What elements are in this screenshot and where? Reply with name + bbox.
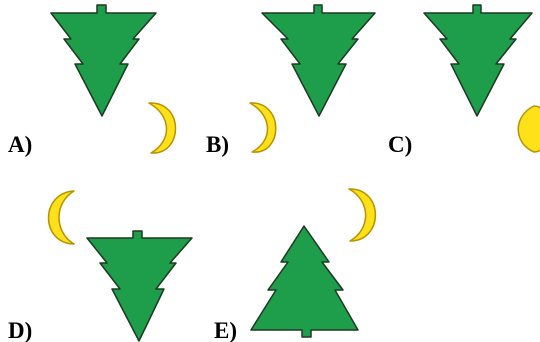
crescent-moon-icon — [148, 102, 177, 154]
option-a[interactable]: A) — [8, 4, 177, 157]
tree-icon — [86, 230, 193, 342]
tree-icon — [423, 4, 533, 117]
crescent-moon-icon — [517, 105, 540, 153]
option-label-a: A) — [8, 132, 32, 157]
tree-icon — [261, 4, 376, 117]
option-label-c: C) — [388, 132, 412, 157]
tree-icon — [50, 4, 157, 117]
option-e[interactable]: E) — [214, 188, 377, 342]
option-label-b: B) — [206, 132, 229, 157]
option-d[interactable]: D) — [8, 190, 193, 342]
option-label-e: E) — [214, 318, 237, 342]
crescent-moon-icon — [47, 190, 75, 245]
crescent-moon-icon — [249, 102, 277, 153]
crescent-moon-icon — [348, 188, 377, 242]
option-b[interactable]: B) — [206, 4, 376, 157]
tree-icon — [250, 225, 359, 338]
option-c[interactable]: C) — [388, 4, 540, 157]
option-label-d: D) — [8, 318, 32, 342]
